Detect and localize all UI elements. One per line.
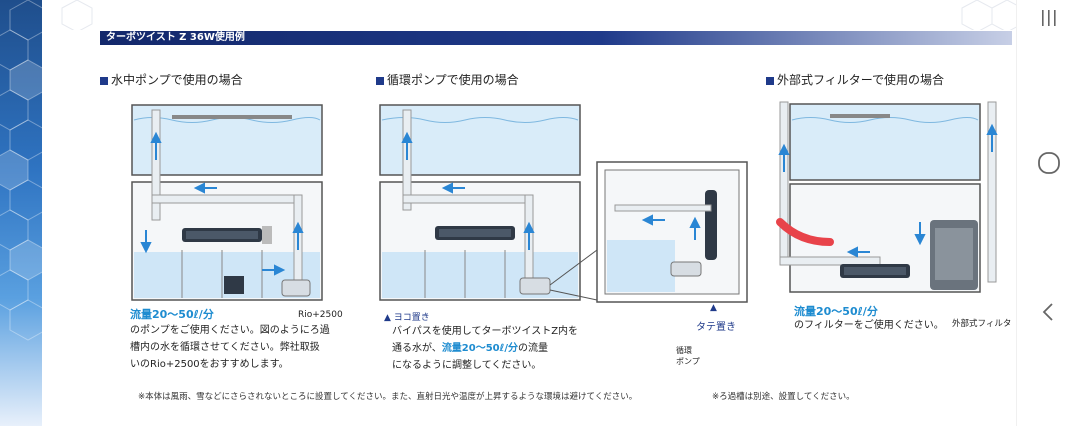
circulation-pump-label: 循環 xyxy=(676,346,692,355)
section-title-text: 水中ポンプで使用の場合 xyxy=(111,73,243,87)
pump-model-label: Rio+2500 xyxy=(298,310,343,320)
description-line: のポンプをご使用ください。図のようにろ過 xyxy=(130,325,330,336)
description-line: になるように調整してください。 xyxy=(392,360,542,371)
flow-rate-highlight: 流量20～50ℓ/分 xyxy=(441,343,519,354)
faint-hex-decoration xyxy=(61,0,1016,30)
diagram-circulation-pump xyxy=(379,104,748,303)
section-title-text: 循環ポンプで使用の場合 xyxy=(387,73,519,87)
section-title-external-filter: 外部式フィルターで使用の場合 xyxy=(766,71,944,88)
description-line: いのRio+2500をおすすめします。 xyxy=(130,359,289,370)
section-title-submersible: 水中ポンプで使用の場合 xyxy=(100,71,243,88)
flow-rate-text: 流量20～50ℓ/分 xyxy=(794,305,878,318)
back-button[interactable] xyxy=(1031,294,1067,330)
diagram-external-filter xyxy=(776,101,998,293)
description-line: バイパスを使用してターボツイストZ内を xyxy=(392,326,579,337)
section-title-text: 外部式フィルターで使用の場合 xyxy=(777,73,945,87)
diagram-submersible-pump xyxy=(131,104,323,301)
description-line: のフィルターをご使用ください。 xyxy=(794,320,944,331)
home-icon xyxy=(1038,152,1060,174)
vertical-placement-marker: ▲ xyxy=(710,303,717,313)
hex-pattern-strip xyxy=(0,0,42,426)
header-bar xyxy=(100,31,1012,45)
description-line: 槽内の水を循環させてください。弊社取扱 xyxy=(130,342,320,353)
vertical-placement-label: タテ置き xyxy=(696,322,736,333)
section-title-circulation: 循環ポンプで使用の場合 xyxy=(376,71,519,88)
desc-prefix: 通る水が、 xyxy=(392,343,442,354)
navigation-bar xyxy=(1016,0,1080,426)
recent-apps-icon xyxy=(1042,10,1056,26)
desc-suffix: の流量 xyxy=(518,343,549,354)
circulation-pump-label: ポンプ xyxy=(676,357,700,366)
external-filter-label: 外部式フィルタ xyxy=(952,319,1012,329)
description-line: 通る水が、流量20～50ℓ/分の流量 xyxy=(392,341,548,357)
back-icon xyxy=(1042,303,1053,321)
flow-rate-text: 流量20～50ℓ/分 xyxy=(130,308,214,321)
home-button[interactable] xyxy=(1031,145,1067,181)
footnote-sump: ※ろ過槽は別途、設置してください。 xyxy=(712,392,855,402)
horizontal-placement-label: ▲ ヨコ置き xyxy=(384,313,430,323)
recent-apps-button[interactable] xyxy=(1031,0,1067,36)
page-title: ターボツイスト Z 36W使用例 xyxy=(106,32,245,43)
footnote-installation: ※本体は風雨、雪などにさらされないところに設置してください。また、直射日光や温度… xyxy=(138,392,638,402)
catalog-page: ターボツイスト Z 36W使用例 水中ポンプで使用の場合 循環ポンプで使用の場合… xyxy=(42,0,1016,426)
